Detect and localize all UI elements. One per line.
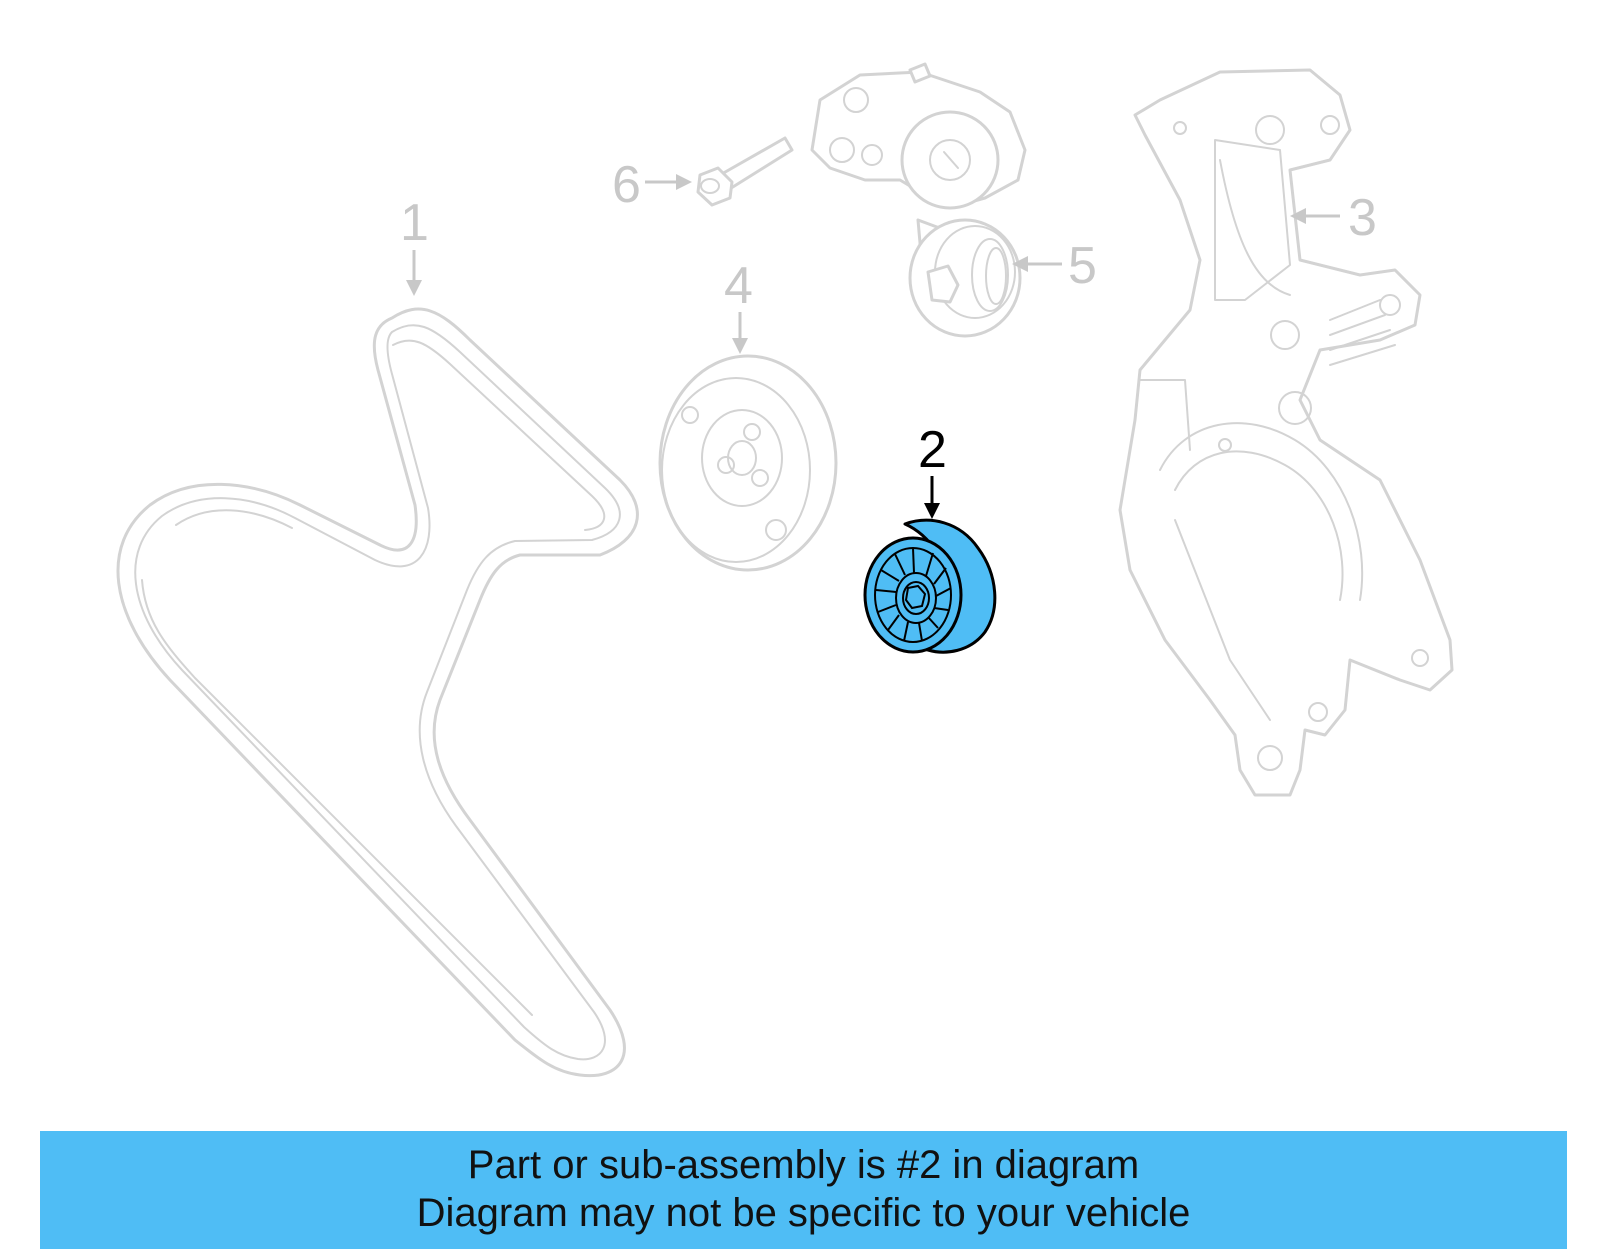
callout-5-number: 5 [1068, 237, 1097, 295]
callout-6-number: 6 [612, 156, 641, 214]
callout-2-number: 2 [918, 421, 947, 479]
serpentine-belt-part-1 [116, 307, 639, 1078]
idler-pulley-part-2 [863, 518, 997, 654]
banner-line-part-number: Part or sub-assembly is #2 in diagram [467, 1143, 1140, 1187]
callout-5: 5 [1012, 237, 1097, 295]
callout-2: 2 [918, 421, 947, 519]
callout-1-number: 1 [400, 194, 429, 252]
callout-4-number: 4 [724, 257, 753, 315]
callout-3-number: 3 [1348, 189, 1377, 247]
bolt-part-6 [696, 136, 794, 207]
info-banner: Part or sub-assembly is #2 in diagram Di… [40, 1131, 1567, 1249]
bracket-part-3 [1118, 68, 1454, 797]
callout-4: 4 [724, 257, 753, 354]
callout-6: 6 [612, 156, 692, 214]
pulley-part-4 [658, 354, 838, 572]
pulley-ribs [875, 547, 952, 642]
callout-1: 1 [400, 194, 429, 296]
banner-line-disclaimer: Diagram may not be specific to your vehi… [416, 1191, 1191, 1235]
callout-3: 3 [1290, 189, 1377, 247]
tensioner-part-5 [810, 62, 1027, 338]
